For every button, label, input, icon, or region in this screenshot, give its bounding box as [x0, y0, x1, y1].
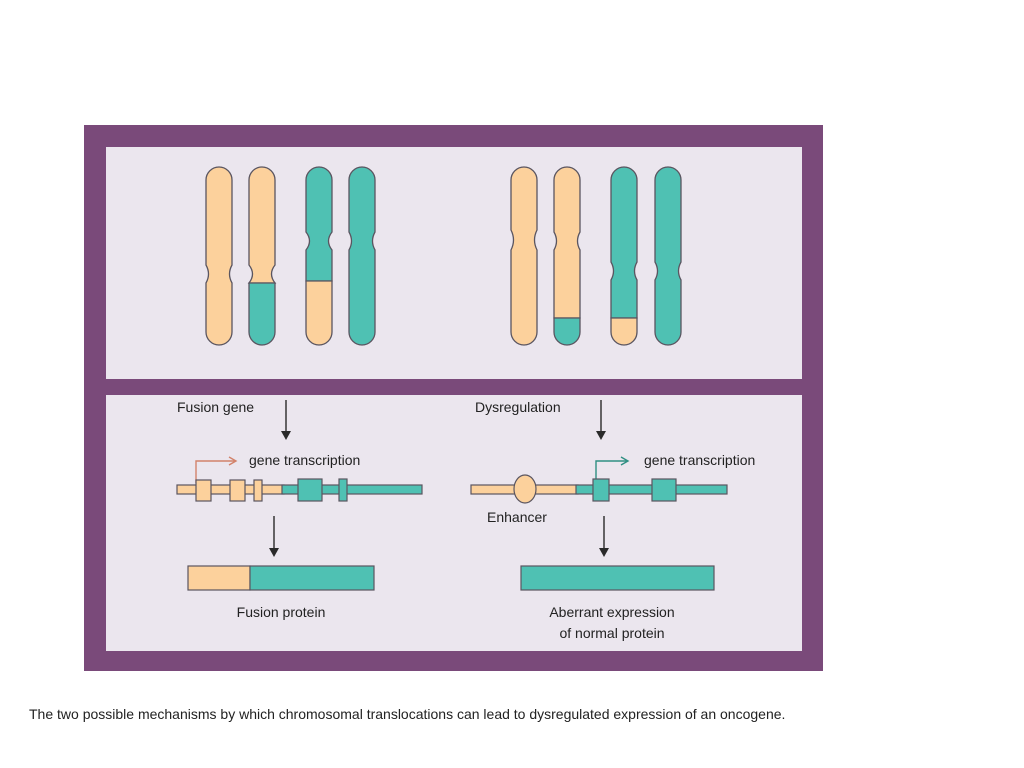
exon	[297, 478, 323, 502]
fusion-gene-mechanism: Fusion gene gene transcription Fusion	[176, 399, 423, 620]
fusion-gene-strand	[176, 478, 423, 502]
fusion-protein-bar	[187, 565, 375, 591]
chromosome-peach-normal	[205, 166, 233, 346]
chromosomes-right	[510, 166, 682, 346]
gene-transcription-label: gene transcription	[249, 452, 360, 468]
down-arrow-icon	[599, 516, 609, 557]
exon	[592, 478, 610, 502]
gene-transcription-label: gene transcription	[644, 452, 755, 468]
dysregulated-gene-strand	[470, 474, 728, 504]
fusion-protein-label: Fusion protein	[237, 604, 326, 620]
exon	[338, 478, 348, 502]
down-arrow-icon	[281, 400, 291, 440]
figure-caption: The two possible mechanisms by which chr…	[29, 706, 786, 722]
chromosome-teal-normal-2	[654, 166, 682, 346]
mechanism-panel	[106, 395, 802, 651]
enhancer-label: Enhancer	[487, 509, 547, 525]
normal-protein-bar	[520, 565, 715, 591]
exon	[651, 478, 677, 502]
chromosome-teal-translocated-2	[610, 166, 638, 346]
down-arrow-icon	[269, 516, 279, 557]
chromosome-teal-translocated	[305, 166, 333, 346]
dysregulation-mechanism: Dysregulation gene transcription Enhance…	[470, 399, 755, 641]
chromosomes-left	[205, 166, 376, 346]
chromosome-teal-normal	[348, 166, 376, 346]
exon	[195, 479, 212, 502]
aberrant-expression-label: Aberrant expression	[549, 604, 674, 620]
transcription-arrow-icon	[595, 456, 630, 480]
chromosome-peach-translocated-2	[553, 166, 581, 346]
chromosome-peach-normal-2	[510, 166, 538, 346]
enhancer-element	[513, 474, 537, 504]
down-arrow-icon	[596, 400, 606, 440]
fusion-gene-label: Fusion gene	[177, 399, 254, 415]
exon	[253, 479, 263, 502]
exon	[229, 479, 246, 502]
transcription-arrow-icon	[195, 456, 238, 483]
normal-protein-label: of normal protein	[559, 625, 664, 641]
dysregulation-label: Dysregulation	[475, 399, 561, 415]
chromosome-peach-translocated	[247, 166, 277, 346]
